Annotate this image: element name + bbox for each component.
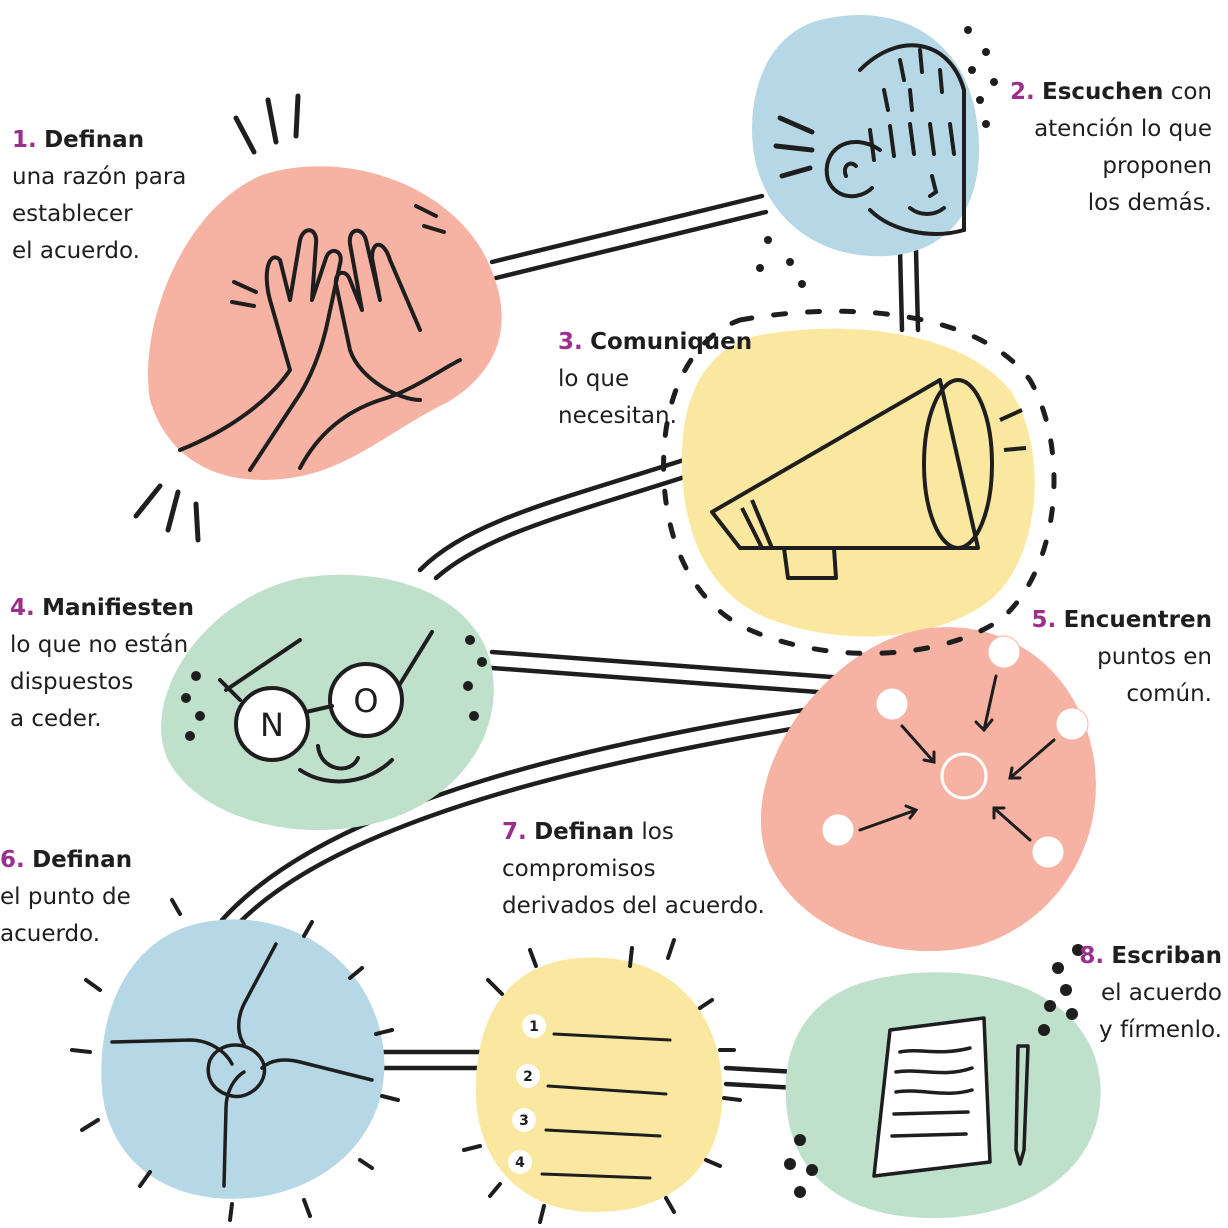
numbered-list-icon: 1 2 3 4 [508,1014,672,1180]
step-5-heading: 5. Encuentren [1032,602,1212,639]
connector-1-2 [489,193,769,281]
step-1-verb: Definan [44,127,145,153]
step-6-line-1: el punto de [0,884,131,910]
dot-marks [181,26,1084,1198]
step-6-text: 6. Definan el punto de acuerdo. [0,842,132,953]
glasses-letter-n: N [260,706,284,744]
step-2-rest: con [1170,79,1212,105]
step-5-line-2: común. [1126,681,1212,707]
blob-step-6 [101,919,385,1199]
accent-marks [133,93,815,543]
step-3-number: 3. [558,329,583,355]
ray-marks [70,898,742,1224]
step-8-heading: 8. Escriban [1079,938,1222,975]
step-6-heading: 6. Definan [0,842,132,879]
step-8-number: 8. [1079,943,1105,969]
signed-document-icon [872,1016,1030,1178]
step-7-line-2: derivados del acuerdo. [502,893,765,919]
step-4-line-2: dispuestos [10,669,134,695]
dashed-outline-step-3 [661,308,1057,656]
step-5-text: 5. Encuentren puntos en común. [1032,602,1212,713]
connector-5-6 [219,697,875,925]
step-3-text: 3. Comuniquen lo que necesitan. [558,324,752,435]
step-7-number: 7. [502,819,527,845]
step-7-verb: Definan [534,819,635,845]
megaphone-icon [710,378,1027,580]
step-3-verb: Comuniquen [590,329,753,355]
step-4-line-3: a ceder. [10,706,102,732]
step-1-number: 1. [12,127,37,153]
step-3-heading: 3. Comuniquen [558,324,752,361]
step-6-line-2: acuerdo. [0,921,101,947]
step-2-line-1: atención lo que [1034,116,1212,142]
blob-step-7 [475,957,723,1213]
connector-6-7 [371,1049,491,1071]
step-1-heading: 1. Definan [12,122,186,159]
list-number-1: 1 [529,1019,539,1035]
step-4-line-1: lo que no están [10,632,189,658]
step-3-line-1: lo que [558,366,630,392]
step-4-heading: 4. Manifiesten [10,590,194,627]
step-6-number: 6. [0,847,25,873]
step-4-text: 4. Manifiesten lo que no están dispuesto… [10,590,194,738]
step-3-line-2: necesitan. [558,403,677,429]
step-8-line-2: y fírmenlo. [1099,1017,1222,1043]
list-number-3: 3 [519,1113,529,1129]
step-5-number: 5. [1031,607,1057,633]
step-1-line-1: una razón para [12,164,187,190]
step-2-line-2: proponen [1102,153,1212,179]
stacked-hands-icon [110,942,374,1188]
step-2-number: 2. [1009,79,1035,105]
step-5-line-1: puntos en [1097,644,1212,670]
high-five-hands-icon [178,204,462,472]
step-8-text: 8. Escriban el acuerdo y fírmenlo. [1079,938,1222,1049]
blob-step-1 [147,166,502,480]
step-1-line-3: el acuerdo. [12,238,140,264]
step-4-number: 4. [10,595,35,621]
step-8-verb: Escriban [1111,943,1222,969]
step-7-line-1: compromisos [502,856,656,882]
listening-ear-face-icon [824,43,966,236]
connectors [219,193,921,1091]
step-1-text: 1. Definan una razón para establecer el … [12,122,186,270]
step-4-verb: Manifiesten [42,595,195,621]
blob-step-4 [161,574,494,831]
no-glasses-face-icon: N O [218,630,434,784]
step-7-text: 7. Definan los compromisos derivados del… [502,814,765,925]
converging-faces-icon [821,635,1089,869]
list-number-4: 4 [515,1155,525,1171]
step-7-heading: 7. Definan los [502,814,765,851]
connector-7-8 [723,1065,799,1091]
blob-step-2 [752,14,980,257]
step-1-line-2: establecer [12,201,133,227]
step-7-rest: los [641,819,674,845]
step-6-verb: Definan [32,847,133,873]
step-8-line-1: el acuerdo [1100,980,1222,1006]
connector-4-5 [489,649,875,699]
step-5-verb: Encuentren [1063,607,1212,633]
step-2-line-3: los demás. [1087,190,1212,216]
blob-step-5 [760,627,1096,952]
step-2-verb: Escuchen [1042,79,1164,105]
step-2-text: 2. Escuchen con atención lo que proponen… [1010,74,1212,222]
glasses-letter-o: O [353,682,378,720]
step-2-heading: 2. Escuchen con [1010,74,1212,111]
connector-3-4 [417,455,697,581]
list-number-2: 2 [523,1069,533,1085]
